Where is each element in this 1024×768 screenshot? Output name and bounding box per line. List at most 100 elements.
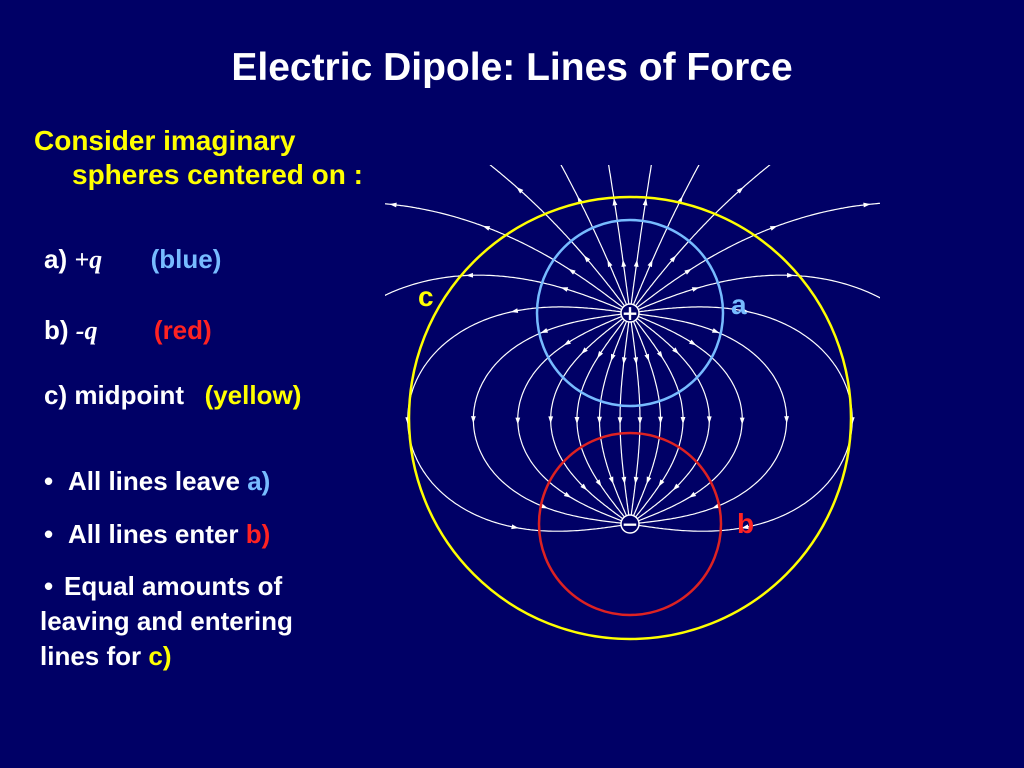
field-arrow xyxy=(706,416,712,424)
sphere-a-positive xyxy=(535,218,725,408)
field-line xyxy=(407,306,623,532)
field-arrow xyxy=(688,339,697,346)
field-arrow xyxy=(741,308,750,313)
bullet-enter: •All lines enter b) xyxy=(44,519,271,549)
field-line xyxy=(632,165,700,306)
item-a-color-label: (blue) xyxy=(150,244,222,274)
field-arrow xyxy=(741,524,749,530)
field-arrow xyxy=(739,417,745,425)
item-a-sign: + xyxy=(74,245,90,274)
bullet-equal-highlight: c) xyxy=(148,641,172,671)
item-b: b) -q (red) xyxy=(44,315,212,346)
field-arrow xyxy=(784,416,789,424)
sphere-c-midpoint xyxy=(407,195,853,641)
positive-charge-sign: + xyxy=(622,301,639,325)
field-arrow xyxy=(482,225,491,231)
field-arrow xyxy=(612,198,618,206)
field-arrow xyxy=(511,524,519,530)
item-a: a) +q (blue) xyxy=(44,244,221,275)
item-b-color-label: (red) xyxy=(153,315,212,345)
field-arrow xyxy=(658,479,665,487)
bullet-leave-text: All lines leave xyxy=(68,466,248,496)
field-arrow xyxy=(672,347,679,355)
item-a-symbol: q xyxy=(89,245,103,274)
bullet-leave: •All lines leave a) xyxy=(44,466,271,496)
field-arrow xyxy=(597,350,604,359)
field-arrow xyxy=(711,328,720,334)
field-arrow xyxy=(563,491,572,498)
field-line xyxy=(635,202,880,309)
field-line xyxy=(637,274,880,311)
field-arrow xyxy=(633,259,639,267)
field-arrow xyxy=(610,353,616,362)
field-arrow xyxy=(621,476,627,485)
field-arrow xyxy=(786,272,795,278)
field-arrow xyxy=(688,491,697,498)
bullet-equal: •Equal amounts of leaving and entering l… xyxy=(40,571,293,671)
field-arrow xyxy=(563,339,572,346)
field-arrow xyxy=(658,416,663,424)
field-arrow xyxy=(540,328,549,334)
field-line xyxy=(560,165,628,306)
label-a: a xyxy=(731,289,747,320)
field-arrow xyxy=(574,417,580,425)
field-arrow xyxy=(863,202,871,208)
field-line xyxy=(632,320,662,518)
item-b-sign: - xyxy=(75,316,85,345)
field-arrow xyxy=(560,287,569,292)
field-arrow xyxy=(647,259,653,268)
field-line xyxy=(550,317,626,521)
field-arrow xyxy=(633,476,639,485)
bullet-enter-highlight: b) xyxy=(245,519,271,549)
label-c: c xyxy=(418,281,434,312)
field-arrow xyxy=(515,417,521,425)
field-arrow xyxy=(548,416,554,424)
field-arrow xyxy=(580,483,588,491)
item-b-symbol: q xyxy=(84,316,98,345)
item-c-color-label: (yellow) xyxy=(204,380,302,410)
intro-line-1: Consider imaginary xyxy=(34,125,296,156)
bullet-enter-text: All lines enter xyxy=(68,519,246,549)
field-arrow xyxy=(568,268,576,275)
field-arrow xyxy=(684,268,692,275)
field-arrow xyxy=(736,186,744,194)
field-arrow xyxy=(642,198,648,206)
negative-charge: − xyxy=(620,512,640,536)
intro-line-2: spheres centered on : xyxy=(72,159,363,190)
field-arrow xyxy=(595,479,602,487)
item-b-prefix: b) xyxy=(44,315,76,345)
field-arrow xyxy=(644,353,650,362)
field-arrow xyxy=(510,308,519,313)
field-line xyxy=(634,165,771,308)
item-c: c) midpoint (yellow) xyxy=(44,380,301,411)
field-arrow xyxy=(680,417,686,425)
sphere-b-negative xyxy=(537,431,723,617)
field-arrow xyxy=(637,417,643,425)
field-line xyxy=(385,274,623,311)
field-arrow xyxy=(691,287,700,292)
positive-charge: + xyxy=(620,301,640,325)
field-arrow xyxy=(608,476,614,485)
negative-charge-sign: − xyxy=(622,512,639,536)
label-b: b xyxy=(737,508,754,539)
field-arrow xyxy=(633,357,639,365)
field-arrow xyxy=(471,416,476,424)
field-arrows xyxy=(389,186,871,530)
field-arrow xyxy=(540,503,549,509)
field-line xyxy=(598,320,628,518)
field-arrow xyxy=(669,255,677,263)
field-arrow xyxy=(646,476,652,485)
field-arrow xyxy=(581,347,588,355)
bullet-leave-highlight: a) xyxy=(247,466,271,496)
field-line xyxy=(385,203,625,309)
field-arrow xyxy=(621,357,627,365)
item-c-prefix: c) midpoint xyxy=(44,380,185,410)
field-arrow xyxy=(769,225,778,231)
negative-charge-circle xyxy=(620,514,640,534)
field-arrow xyxy=(597,416,602,424)
field-arrow xyxy=(617,417,623,425)
field-line xyxy=(634,317,710,521)
intro-text: Consider imaginary spheres centered on : xyxy=(34,124,363,192)
bullet-equal-line-2: leaving and entering xyxy=(40,606,293,636)
